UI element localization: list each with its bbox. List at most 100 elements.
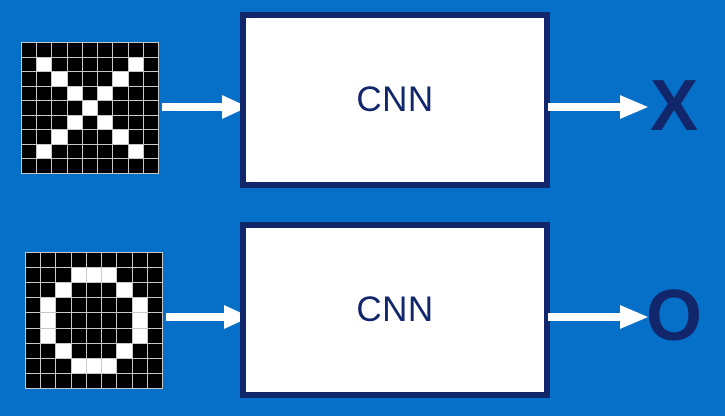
pixel-cell (82, 101, 98, 115)
arrow-cnn-to-output-o (548, 305, 648, 329)
pixel-cell (147, 283, 162, 298)
pixel-cell (37, 72, 52, 86)
pixel-cell (22, 115, 37, 130)
pixel-cell (86, 253, 102, 268)
pixel-cell (98, 101, 113, 115)
pixel-cell (67, 144, 82, 159)
pixel-cell (86, 373, 102, 388)
pixel-cell (132, 313, 147, 328)
pixel-cell (113, 72, 128, 86)
pixel-cell (132, 283, 147, 298)
pixel-cell (71, 253, 86, 268)
pixel-cell (132, 253, 147, 268)
pixel-cell (98, 144, 113, 159)
pixel-cell (86, 358, 102, 373)
pixel-cell (26, 358, 41, 373)
pixel-cell (147, 328, 162, 343)
pixel-cell (86, 343, 102, 358)
pixel-cell (26, 328, 41, 343)
pipeline-row-x: CNN X (0, 12, 725, 197)
arrow-cnn-to-output-x (548, 95, 648, 119)
pixel-cell (22, 43, 37, 57)
pixel-cell (56, 328, 71, 343)
pixel-cell (82, 159, 98, 173)
pixel-cell (117, 253, 132, 268)
pixel-cell (22, 159, 37, 173)
pixel-cell (52, 57, 67, 72)
pixel-cell (56, 343, 71, 358)
pixel-cell (143, 72, 158, 86)
pixel-cell (71, 298, 86, 313)
pixel-cell (22, 144, 37, 159)
pixel-cell (41, 313, 56, 328)
pixel-cell (22, 101, 37, 115)
pixel-cell (52, 144, 67, 159)
pixel-cell (56, 373, 71, 388)
pixel-cell (37, 144, 52, 159)
pixel-cell (98, 57, 113, 72)
pixel-cell (147, 298, 162, 313)
pixel-cell (26, 373, 41, 388)
pixel-cell (56, 268, 71, 283)
input-pixel-grid-o (25, 252, 163, 389)
arrow-input-to-cnn-o (166, 305, 250, 329)
pixel-cell (132, 328, 147, 343)
pixel-cell (102, 328, 117, 343)
pixel-cell (82, 72, 98, 86)
pixel-cell (102, 298, 117, 313)
pixel-cell (147, 343, 162, 358)
pixel-cell (102, 313, 117, 328)
pixel-cell (52, 130, 67, 144)
pixel-cell (132, 358, 147, 373)
pixel-cell (41, 343, 56, 358)
pixel-cell (67, 101, 82, 115)
pixel-cell (71, 268, 86, 283)
pixel-cell (113, 43, 128, 57)
pixel-cell (71, 358, 86, 373)
pixel-cell (147, 373, 162, 388)
pixel-cell (41, 253, 56, 268)
pixel-cell (143, 115, 158, 130)
cnn-box-x[interactable]: CNN (240, 12, 550, 188)
pixel-cell (82, 43, 98, 57)
cnn-box-o[interactable]: CNN (240, 222, 550, 398)
pixel-cell (113, 130, 128, 144)
pixel-cell (71, 283, 86, 298)
pixel-cell (22, 72, 37, 86)
pixel-cell (26, 313, 41, 328)
pixel-cell (26, 343, 41, 358)
pixel-cell (41, 373, 56, 388)
pixel-cell (52, 86, 67, 101)
pixel-cell (22, 130, 37, 144)
pixel-cell (56, 283, 71, 298)
pixel-cell (132, 343, 147, 358)
pixel-cell (113, 101, 128, 115)
pixel-cell (143, 57, 158, 72)
pixel-cell (67, 159, 82, 173)
pixel-cell (102, 358, 117, 373)
pixel-cell (82, 86, 98, 101)
pixel-cell (117, 358, 132, 373)
pixel-cell (56, 298, 71, 313)
pixel-cell (128, 130, 143, 144)
pixel-cell (37, 86, 52, 101)
pixel-cell (117, 373, 132, 388)
input-pixel-grid-x (21, 42, 159, 174)
pixel-cell (52, 72, 67, 86)
pixel-cell (128, 144, 143, 159)
pixel-cell (71, 313, 86, 328)
pixel-cell (117, 313, 132, 328)
pixel-cell (41, 283, 56, 298)
pixel-cell (26, 298, 41, 313)
pixel-cell (67, 130, 82, 144)
pixel-cell (128, 115, 143, 130)
pixel-cell (41, 298, 56, 313)
pixel-cell (128, 101, 143, 115)
pixel-cell (37, 43, 52, 57)
pixel-cell (52, 101, 67, 115)
pixel-cell (132, 268, 147, 283)
pixel-cell (41, 358, 56, 373)
pixel-cell (113, 144, 128, 159)
pixel-cell (37, 130, 52, 144)
